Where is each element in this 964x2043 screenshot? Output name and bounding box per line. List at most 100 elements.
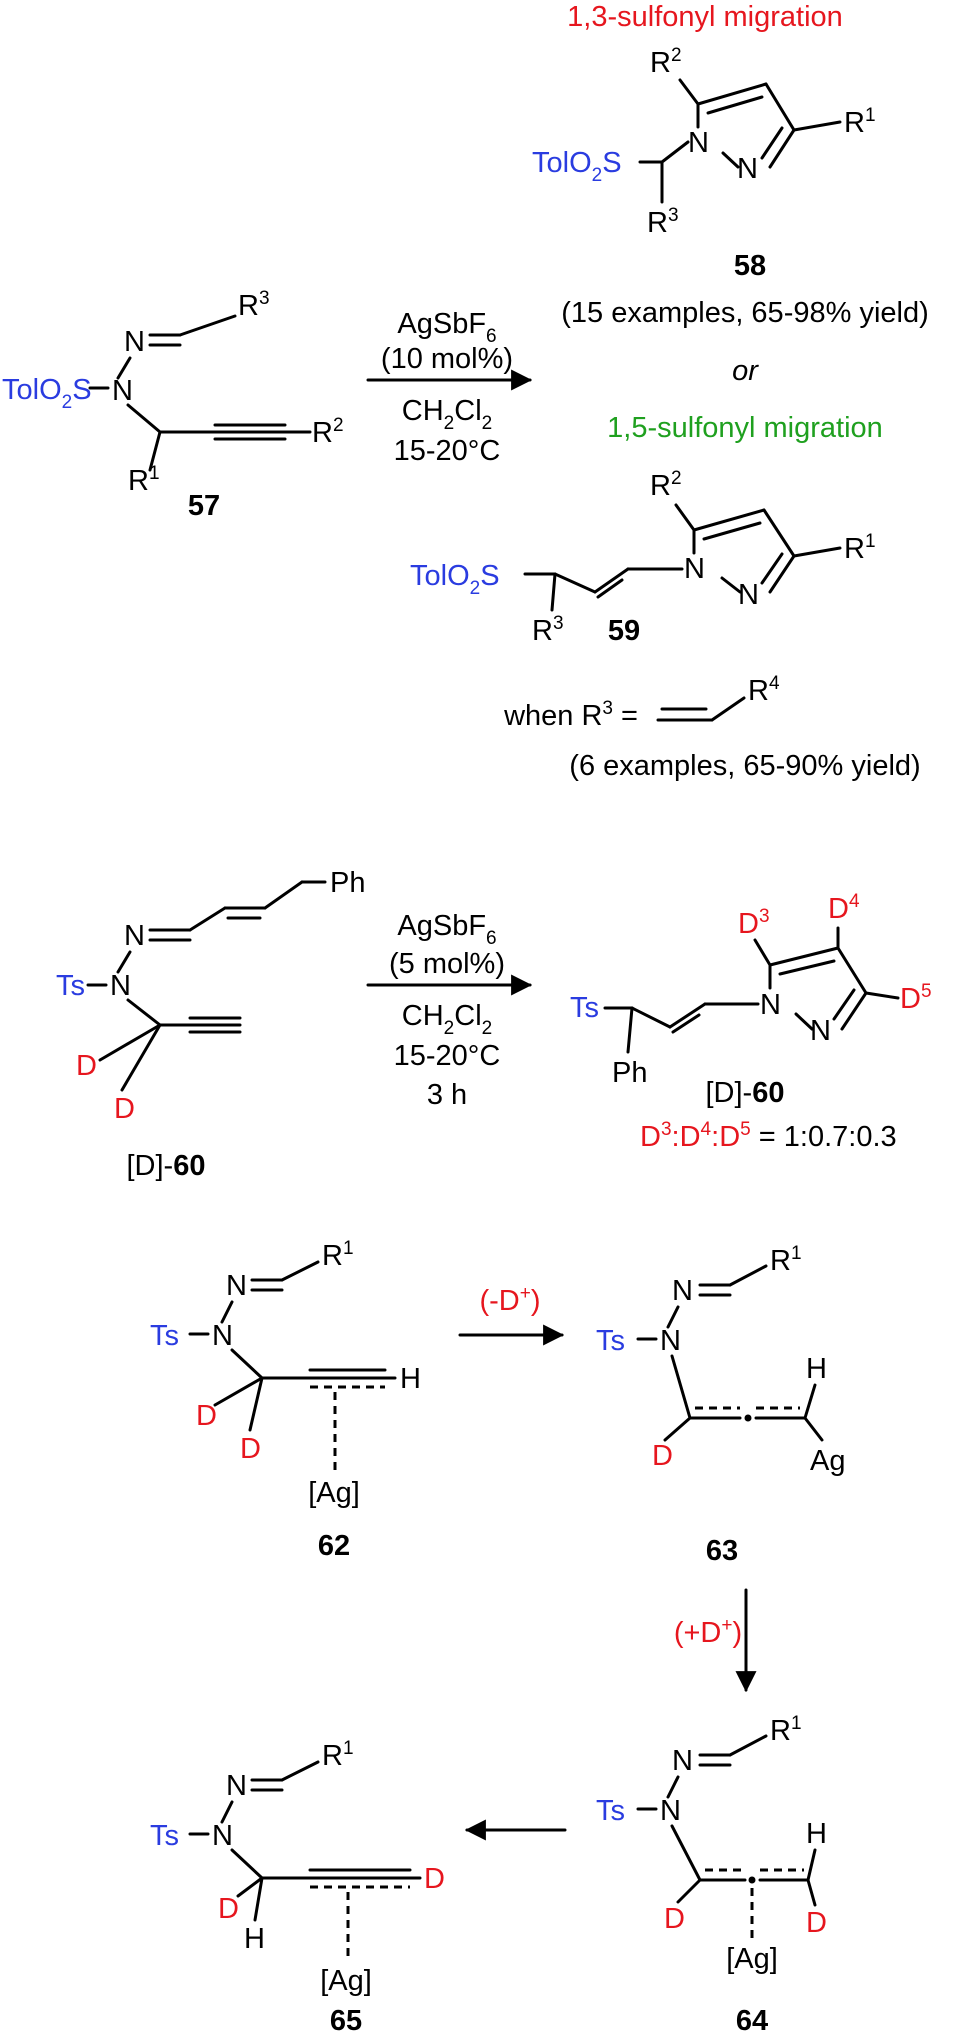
n-imine-62: N xyxy=(226,1270,247,1302)
ts-label-64: Ts xyxy=(596,1795,625,1827)
compound-58-label: 58 xyxy=(734,250,766,282)
condition2-loading: (5 mol%) xyxy=(389,948,505,980)
r1-label-63: R1 xyxy=(770,1243,802,1277)
ag-label-63: Ag xyxy=(810,1445,845,1477)
compound-63-label: 63 xyxy=(706,1535,738,1567)
scheme-1: 1,3-sulfonyl migration R2 R1 N N TolO2S xyxy=(2,1,929,782)
compound-d60-product: D3 D4 D5 N N Ts Ph [D]-60 D3:D4:D5 = 1:0 xyxy=(570,891,932,1153)
d-label-62a: D xyxy=(196,1400,217,1432)
compound-d60-sm-label: [D]-60 xyxy=(127,1150,206,1182)
ts-label-product: Ts xyxy=(570,992,599,1024)
condition2-solvent: CH2Cl2 xyxy=(402,1000,492,1039)
compound-58: R2 R1 N N TolO2S R3 58 xyxy=(532,45,876,282)
d-label-65b: D xyxy=(424,1863,445,1895)
n-amine-62: N xyxy=(212,1320,233,1352)
r2-label-57: R2 xyxy=(312,415,344,449)
product-59-note: (6 examples, 65-90% yield) xyxy=(569,750,920,782)
tolo2s-label-59: TolO2S xyxy=(410,560,500,599)
d-label-64a: D xyxy=(664,1903,685,1935)
step2-label: (+D+) xyxy=(674,1615,742,1649)
condition-catalyst: AgSbF6 xyxy=(397,308,496,347)
product-58-note: (15 examples, 65-98% yield) xyxy=(561,297,929,329)
n-amine-64: N xyxy=(660,1795,681,1827)
compound-62: R1 N N Ts D D H [Ag] 62 xyxy=(150,1238,421,1562)
n1-label-d60: N xyxy=(760,989,781,1021)
d-label-65a: D xyxy=(218,1893,239,1925)
n2-label-59: N xyxy=(738,579,759,611)
compound-65-label: 65 xyxy=(330,2005,362,2037)
compound-63: R1 N N Ts D H Ag 63 xyxy=(596,1243,845,1567)
ratio-label: D3:D4:D5 = 1:0.7:0.3 xyxy=(640,1119,897,1153)
ts-label-63: Ts xyxy=(596,1325,625,1357)
n-amine-d60: N xyxy=(110,970,131,1002)
d-label-62b: D xyxy=(240,1433,261,1465)
d5-label: D5 xyxy=(900,981,932,1015)
ph-label-sm: Ph xyxy=(330,867,365,899)
n2-label: N xyxy=(737,153,758,185)
r3-label-57: R3 xyxy=(238,288,270,322)
r2-label: R2 xyxy=(650,45,682,79)
r1-label-64: R1 xyxy=(770,1713,802,1747)
n2-label-d60: N xyxy=(810,1015,831,1047)
n-amine-65: N xyxy=(212,1820,233,1852)
compound-57-label: 57 xyxy=(188,490,220,522)
compound-62-label: 62 xyxy=(318,1530,350,1562)
n-imine-63: N xyxy=(672,1275,693,1307)
condition2-time: 3 h xyxy=(427,1079,467,1111)
r1-label-59: R1 xyxy=(844,531,876,565)
condition-solvent: CH2Cl2 xyxy=(402,395,492,434)
compound-64: R1 N N Ts D [Ag] H D 64 xyxy=(596,1713,827,2037)
n-amine-63: N xyxy=(660,1325,681,1357)
n-imine-57: N xyxy=(124,326,145,358)
scheme-2: Ph N N Ts D D [D]-60 AgSbF6 xyxy=(56,867,932,1182)
ag-label-62: [Ag] xyxy=(308,1477,360,1509)
r1-label-57: R1 xyxy=(128,463,160,497)
ag-label-64: [Ag] xyxy=(726,1943,778,1975)
n-imine-65: N xyxy=(226,1770,247,1802)
ph-label-product: Ph xyxy=(612,1057,647,1089)
d-label-1: D xyxy=(76,1050,97,1082)
scheme-3: R1 N N Ts D D H [Ag] 62 (-D+) xyxy=(150,1238,845,2037)
h-label-65: H xyxy=(244,1923,265,1955)
d-label-63: D xyxy=(652,1440,673,1472)
compound-d60-sm: Ph N N Ts D D [D]-60 xyxy=(56,867,365,1182)
headline-1-5-migration: 1,5-sulfonyl migration xyxy=(607,412,883,444)
n-imine-64: N xyxy=(672,1745,693,1777)
ts-label-sm: Ts xyxy=(56,970,85,1002)
tolo2s-label-57: TolO2S xyxy=(2,374,92,413)
h-label-64: H xyxy=(806,1818,827,1850)
r1-label: R1 xyxy=(844,105,876,139)
tolo2s-label: TolO2S xyxy=(532,147,622,186)
when-r3-label: when R3 = xyxy=(503,698,638,732)
headline-1-3-migration: 1,3-sulfonyl migration xyxy=(567,1,843,33)
condition2-temperature: 15-20°C xyxy=(394,1040,501,1072)
condition2-catalyst: AgSbF6 xyxy=(397,910,496,949)
ts-label-65: Ts xyxy=(150,1820,179,1852)
h-label-63: H xyxy=(806,1353,827,1385)
step1-label: (-D+) xyxy=(479,1283,540,1317)
condition-loading: (10 mol%) xyxy=(381,343,513,375)
n-imine-d60: N xyxy=(124,920,145,952)
n1-label: N xyxy=(688,127,709,159)
or-label: or xyxy=(732,355,759,387)
r3-label: R3 xyxy=(647,205,679,239)
compound-65: R1 N N Ts D H D [Ag] 65 xyxy=(150,1738,445,2037)
compound-d60-product-label: [D]-60 xyxy=(706,1077,785,1109)
compound-57: R3 N N TolO2S R1 R2 57 xyxy=(2,288,344,522)
ag-label-65: [Ag] xyxy=(320,1965,372,1997)
d-label-2: D xyxy=(114,1093,135,1125)
d-label-64b: D xyxy=(806,1907,827,1939)
r1-label-65: R1 xyxy=(322,1738,354,1772)
ts-label-62: Ts xyxy=(150,1320,179,1352)
d4-label: D4 xyxy=(828,891,860,925)
h-label-62: H xyxy=(400,1363,421,1395)
r2-label-59: R2 xyxy=(650,468,682,502)
compound-64-label: 64 xyxy=(736,2005,768,2037)
n-amine-57: N xyxy=(112,375,133,407)
compound-59: R2 R1 N N TolO2S R3 59 xyxy=(410,468,876,647)
r1-label-62: R1 xyxy=(322,1238,354,1272)
compound-59-label: 59 xyxy=(608,615,640,647)
n1-label-59: N xyxy=(684,553,705,585)
d3-label: D3 xyxy=(738,906,770,940)
